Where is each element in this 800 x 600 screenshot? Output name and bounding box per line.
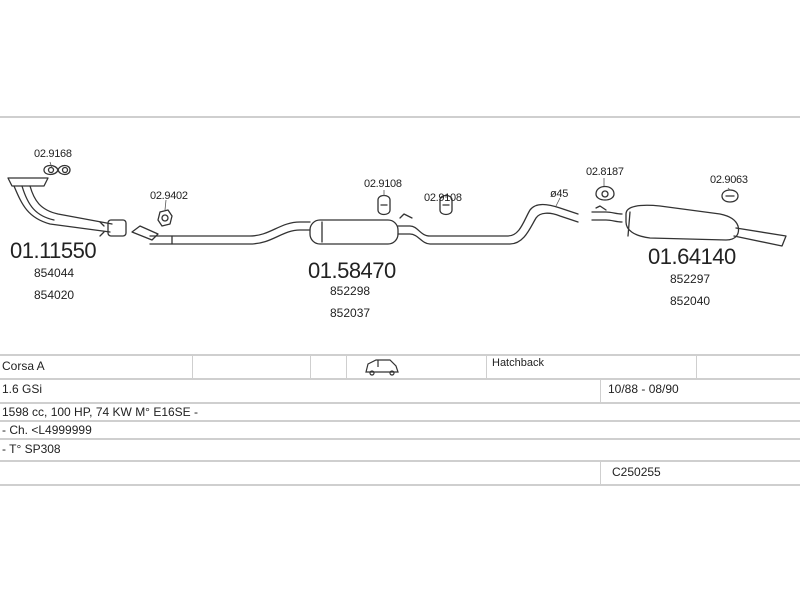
table-border-bottom — [0, 484, 800, 486]
catalog-code-cell: C250255 — [612, 465, 661, 479]
table-col-divider-2 — [310, 356, 311, 378]
middle-silencer-drawing — [131, 203, 579, 245]
table-col-divider-1 — [192, 356, 193, 378]
middle-hangers-drawing — [377, 194, 453, 216]
rear-silencer-code: 01.64140 — [648, 244, 736, 269]
engine-cell: 1.6 GSi — [2, 382, 43, 396]
table-row-line-2 — [0, 402, 800, 404]
hanger-mid-1-code-label: 02.9108 — [364, 178, 402, 190]
hanger-rear-1-code-label: 02.8187 — [586, 166, 624, 178]
body-type-cell: Hatchback — [492, 357, 544, 369]
table-row-line-3 — [0, 420, 800, 422]
table-col-divider-3 — [346, 356, 347, 378]
gasket-drawing — [43, 164, 71, 176]
pipe-diameter-label: ø45 — [550, 188, 569, 200]
catalog-divider — [600, 462, 601, 484]
rear-silencer-drawing — [591, 204, 787, 247]
gasket-code-label: 02.9168 — [34, 148, 72, 160]
front-pipe-code: 01.11550 — [10, 238, 97, 263]
rear-silencer-ref-2: 852040 — [670, 294, 711, 308]
middle-silencer-ref-1: 852298 — [330, 284, 371, 298]
model-cell: Corsa A — [2, 359, 45, 373]
table-row-line-4 — [0, 438, 800, 440]
years-cell: 10/88 - 08/90 — [608, 382, 679, 396]
front-pipe-drawing — [7, 177, 127, 237]
clamp-front-drawing — [157, 209, 173, 227]
table-row-line-1 — [0, 378, 800, 380]
table-col-divider-4 — [486, 356, 487, 378]
front-pipe-ref-1: 854044 — [34, 266, 75, 280]
clamp-code-label: 02.9402 — [150, 190, 188, 202]
spec-cell: 1598 cc, 100 HP, 74 KW M° E16SE - — [2, 405, 199, 419]
years-divider — [600, 380, 601, 402]
type-cell: - T° SP308 — [2, 442, 61, 456]
rear-silencer-ref-1: 852297 — [670, 272, 711, 286]
middle-silencer-code: 01.58470 — [308, 258, 396, 283]
chassis-cell: - Ch. <L4999999 — [2, 423, 92, 437]
rear-hangers-drawing — [595, 185, 739, 203]
front-pipe-ref-2: 854020 — [34, 288, 75, 302]
middle-silencer-ref-2: 852037 — [330, 306, 371, 320]
table-col-divider-5 — [696, 356, 697, 378]
table-row-line-5 — [0, 460, 800, 462]
hanger-mid-2-code-label: 02.9108 — [424, 192, 462, 204]
top-border — [0, 116, 800, 118]
table-border-top — [0, 354, 800, 356]
hanger-rear-2-code-label: 02.9063 — [710, 174, 748, 186]
